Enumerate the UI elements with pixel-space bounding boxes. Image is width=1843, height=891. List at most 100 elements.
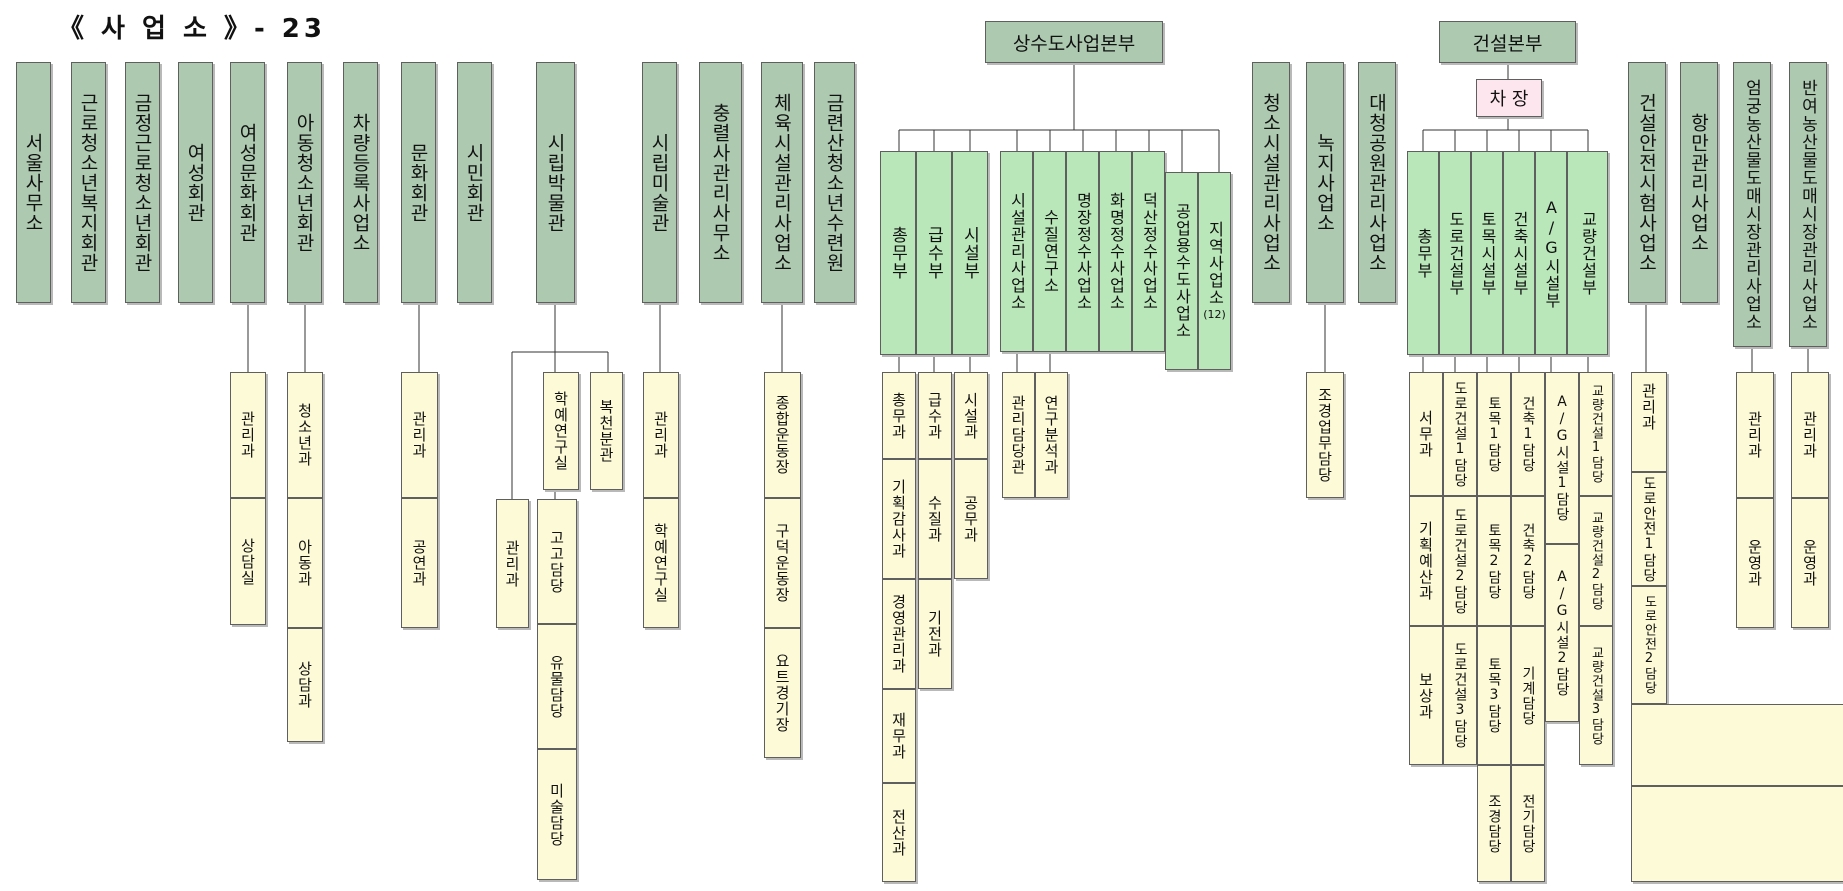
sub-units-cr-2-box: 도로건설2담당 (1443, 496, 1477, 626)
sub-units-cg-2-label: 기획예산과 (1416, 521, 1435, 601)
sub-units-wfa-2-box: 공무과 (954, 459, 988, 579)
sub-units-women-culture-1-label: 관리과 (238, 411, 257, 459)
units-banyeo-market-label: 반여농산물도매시장관리사업소 (1797, 78, 1818, 331)
const-units-ag-label: A/G시설부 (1542, 197, 1561, 309)
units-cleaning-label: 청소시설관리사업소 (1259, 92, 1282, 273)
units-children-youth-label: 아동청소년회관 (293, 112, 315, 253)
const-units-road-box: 도로건설부 (1439, 151, 1471, 355)
sub-units-sports-1-label: 종합운동장 (773, 395, 791, 475)
units-eomgung-market-label: 엄궁농산물도매시장관리사업소 (1741, 78, 1762, 331)
sub-units-cc-2-box: 토목2담당 (1477, 496, 1511, 626)
sub-units-cr-1-box: 도로건설1담당 (1443, 372, 1477, 496)
sub-units-cg-1-label: 서무과 (1416, 410, 1435, 458)
sub-units-cc-3-box: 토목3담당 (1477, 626, 1511, 765)
sub-units-museum-archaeology-label: 고고담당 (547, 529, 566, 594)
sub-units-cb-4-box: 전기담당 (1511, 765, 1545, 882)
sub-units-cs-1-box: 관리과 (1631, 372, 1667, 472)
sub-units-women-culture-2-label: 상담실 (238, 537, 257, 586)
units-daecheong-park-box: 대청공원관리사업소 (1358, 62, 1396, 303)
const-units-building-box: 건축시설부 (1503, 151, 1535, 355)
sub-units-cs-3-label: 도로안전2담당 (1641, 595, 1657, 695)
sub-units-green-1-label: 조경업무담당 (1315, 387, 1334, 483)
sub-units-cag-1-label: A/G시설1담당 (1554, 394, 1570, 522)
units-sports-box: 체육시설관리사업소 (761, 62, 803, 303)
headers-water-hq-label: 상수도사업본부 (1012, 32, 1136, 55)
units-youth-welfare-label: 근로청소년복지회관 (77, 92, 99, 273)
sub-units-cs-3-box: 도로안전2담당 (1631, 586, 1667, 704)
headers-water-hq-box: 상수도사업본부 (985, 21, 1163, 63)
sub-units-cbr-1-box: 교량건설1담당 (1579, 372, 1613, 496)
units-museum-box: 시립박물관 (536, 62, 575, 303)
sub-units-cb-3-label: 기계담당 (1520, 665, 1536, 726)
const-units-ag-box: A/G시설부 (1535, 151, 1567, 355)
sub-units-cr-1-label: 도로건설1담당 (1452, 380, 1468, 488)
sub-units-wws-1-box: 급수과 (918, 372, 952, 459)
units-memorial-label: 충렬사관리사무소 (709, 102, 731, 263)
sub-units-children-1-box: 청소년과 (287, 372, 323, 498)
sub-units-art-1-box: 관리과 (643, 372, 679, 498)
sub-units-cr-3-label: 도로건설3담당 (1452, 642, 1468, 749)
sub-units-cag-2-label: A/G시설2담당 (1554, 569, 1570, 697)
units-cleaning-box: 청소시설관리사업소 (1252, 62, 1290, 303)
sub-units-cb-2-label: 건축2담당 (1520, 522, 1536, 600)
sub-units-cr-2-label: 도로건설2담당 (1452, 507, 1468, 615)
sub-units-banyeo-1-box: 관리과 (1791, 372, 1829, 498)
units-women-hall-box: 여성회관 (178, 62, 213, 303)
sub-units-children-3-label: 상담과 (295, 661, 314, 709)
const-units-civil-box: 토목시설부 (1471, 151, 1503, 355)
sub-units-cs-2-label: 도로안전1담당 (1641, 475, 1657, 583)
const-units-general-box: 총무부 (1407, 151, 1439, 355)
sub-units-sports-2-label: 구덕운동장 (773, 523, 791, 603)
sub-units-museum-mgmt-box: 관리과 (496, 499, 529, 628)
water-units-water-quality-box: 수질연구소 (1033, 151, 1066, 352)
sub-units-wws-3-label: 기전과 (925, 610, 944, 658)
chart-title: 《 사 업 소 》- 23 (58, 14, 326, 44)
sub-units-cbr-1-label: 교량건설1담당 (1588, 384, 1604, 484)
sub-units-cs-4-box: 도로보수과 (1631, 704, 1843, 786)
sub-units-cs-1-label: 관리과 (1639, 383, 1658, 431)
sub-units-wga-4-box: 재무과 (882, 689, 916, 783)
sub-units-eomgung-1-box: 관리과 (1736, 372, 1774, 498)
sub-units-cs-5-box: 건설시험실 (1631, 786, 1843, 882)
sub-units-children-1-label: 청소년과 (295, 403, 314, 467)
sub-units-cbr-3-label: 교량건설3담당 (1588, 645, 1604, 746)
units-women-hall-label: 여성회관 (184, 142, 206, 223)
sub-units-banyeo-2-box: 운영과 (1791, 498, 1829, 628)
sub-units-wga-2-box: 기획감사과 (882, 459, 916, 579)
sub-units-wga-1-label: 총무과 (889, 391, 908, 440)
sub-units-cag-2-box: A/G시설2담당 (1545, 544, 1579, 722)
water-units-myeongjang-box: 명장정수사업소 (1066, 151, 1099, 352)
water-units-industrial-label: 공업용수도사업소 (1172, 203, 1192, 339)
water-units-myeongjang-label: 명장정수사업소 (1073, 192, 1093, 311)
sub-units-art-1-label: 관리과 (651, 411, 670, 459)
sub-units-wws-3-box: 기전과 (918, 579, 952, 689)
sub-units-museum-art-box: 미술담당 (537, 749, 577, 880)
water-units-industrial-box: 공업용수도사업소 (1165, 172, 1198, 370)
sub-units-museum-bokcheon-box: 복천분관 (590, 372, 623, 490)
water-units-regional-label: 지역사업소 (1205, 221, 1225, 306)
sub-units-wfa-1-box: 시설과 (954, 372, 988, 459)
const-units-civil-label: 토목시설부 (1478, 210, 1497, 296)
sub-units-museum-relics-box: 유물담당 (537, 624, 577, 749)
units-eomgung-market-box: 엄궁농산물도매시장관리사업소 (1733, 62, 1771, 347)
sub-units-cg-3-box: 보상과 (1409, 626, 1443, 765)
const-units-road-label: 도로건설부 (1446, 210, 1465, 296)
sub-units-wga-5-box: 전산과 (882, 783, 916, 882)
water-units-facilities-label: 시설부 (959, 226, 980, 280)
sub-units-cb-3-box: 기계담당 (1511, 626, 1545, 765)
sub-units-cc-4-label: 조경담당 (1486, 793, 1502, 854)
water-units-hwamyeong-label: 화명정수사업소 (1106, 192, 1126, 311)
const-units-building-label: 건축시설부 (1510, 210, 1529, 296)
sub-units-museum-bokcheon-label: 복천분관 (597, 399, 615, 463)
units-geumjeong-youth-box: 금정근로청소년회관 (125, 62, 160, 303)
sub-units-cc-4-box: 조경담당 (1477, 765, 1511, 882)
units-const-safety-box: 건설안전시험사업소 (1628, 62, 1666, 303)
headers-deputy-label: 차 장 (1489, 89, 1529, 110)
water-units-facilities-box: 시설부 (952, 151, 988, 355)
units-seoul-office-label: 서울사무소 (22, 132, 44, 233)
sub-units-women-culture-2-box: 상담실 (230, 498, 266, 625)
sub-units-cg-1-box: 서무과 (1409, 372, 1443, 496)
